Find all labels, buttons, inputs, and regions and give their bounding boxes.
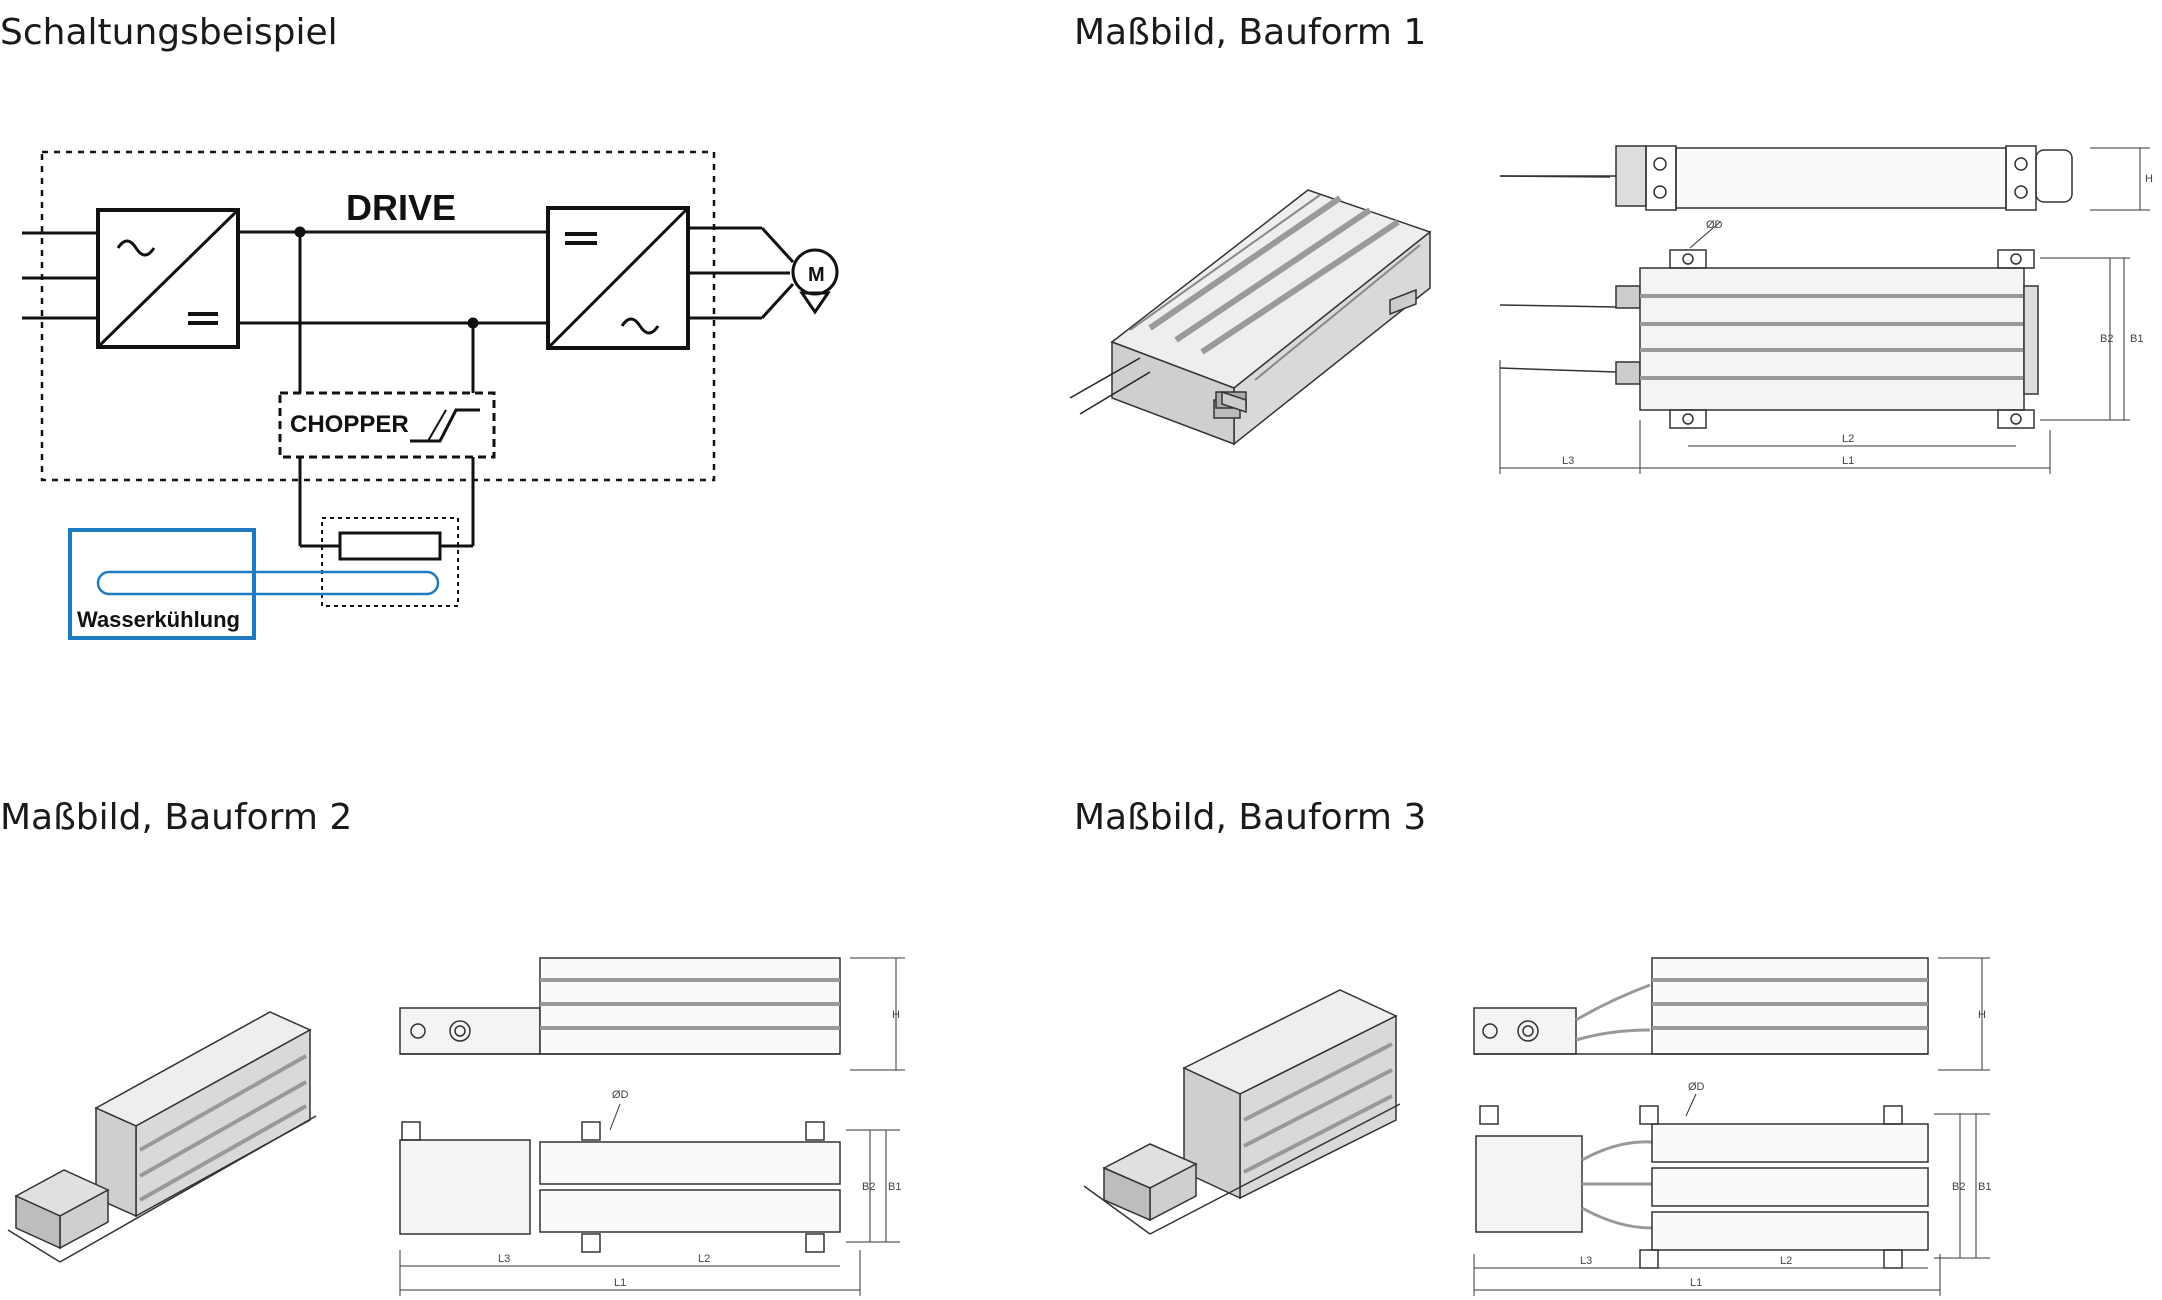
ac-symbol-icon bbox=[116, 239, 156, 257]
brake-resistor bbox=[338, 531, 442, 561]
form2-dim-l2: L2 bbox=[698, 1253, 710, 1265]
form1-dim-b2: B2 bbox=[2100, 333, 2113, 345]
form1-dim-b1: B1 bbox=[2130, 333, 2143, 345]
form2-isometric-view bbox=[7, 1011, 317, 1263]
water-cooling-box bbox=[68, 528, 256, 640]
form2-dim-l1: L1 bbox=[614, 1277, 626, 1289]
form1-side-view bbox=[1499, 145, 2150, 211]
form2-dim-b1: B1 bbox=[888, 1181, 901, 1193]
form1-dim-l3: L3 bbox=[1562, 455, 1574, 467]
form3-isometric-view bbox=[1083, 989, 1401, 1235]
form1-dim-h: H bbox=[2145, 173, 2153, 185]
heading-circuit-example: Schaltungsbeispiel bbox=[0, 12, 338, 53]
rectifier-block bbox=[96, 208, 240, 349]
form2-dim-l3: L3 bbox=[498, 1253, 510, 1265]
form3-dim-l1: L1 bbox=[1690, 1277, 1702, 1289]
form1-dim-d: ØD bbox=[1706, 219, 1723, 231]
motor-label: M bbox=[808, 264, 825, 286]
chopper-block bbox=[278, 391, 496, 459]
chopper-symbol-icon bbox=[410, 408, 480, 443]
form1-top-view bbox=[1499, 221, 2130, 474]
ac-symbol-icon bbox=[620, 317, 660, 335]
heading-form-2: Maßbild, Bauform 2 bbox=[0, 797, 353, 838]
inverter-block bbox=[546, 206, 690, 350]
form3-top-view bbox=[1473, 1093, 1990, 1296]
form1-dim-l2: L2 bbox=[1842, 433, 1854, 445]
form3-dim-d: ØD bbox=[1688, 1081, 1705, 1093]
form1-dim-l1: L1 bbox=[1842, 455, 1854, 467]
water-cooling-label: Wasserkühlung bbox=[77, 607, 240, 632]
cooling-pipe bbox=[96, 570, 440, 596]
form2-dim-b2: B2 bbox=[862, 1181, 875, 1193]
heading-form-3: Maßbild, Bauform 3 bbox=[1074, 797, 1427, 838]
form2-dim-h: H bbox=[892, 1009, 900, 1021]
chopper-label: CHOPPER bbox=[290, 411, 409, 438]
form3-side-view bbox=[1473, 957, 1990, 1071]
form1-isometric-view bbox=[1069, 189, 1432, 446]
heading-form-1: Maßbild, Bauform 1 bbox=[1074, 12, 1427, 53]
form3-dim-b2: B2 bbox=[1952, 1181, 1965, 1193]
form2-top-view bbox=[399, 1103, 900, 1296]
form2-side-view bbox=[399, 957, 905, 1071]
resistor-cooling-zone bbox=[321, 517, 459, 607]
form3-dim-l3: L3 bbox=[1580, 1255, 1592, 1267]
drive-boundary bbox=[40, 150, 716, 482]
form3-dim-h: H bbox=[1978, 1009, 1986, 1021]
circuit-diagram bbox=[22, 150, 839, 640]
drive-label: DRIVE bbox=[346, 187, 456, 228]
form3-dim-b1: B1 bbox=[1978, 1181, 1991, 1193]
form2-dim-d: ØD bbox=[612, 1089, 629, 1101]
form3-dim-l2: L2 bbox=[1780, 1255, 1792, 1267]
